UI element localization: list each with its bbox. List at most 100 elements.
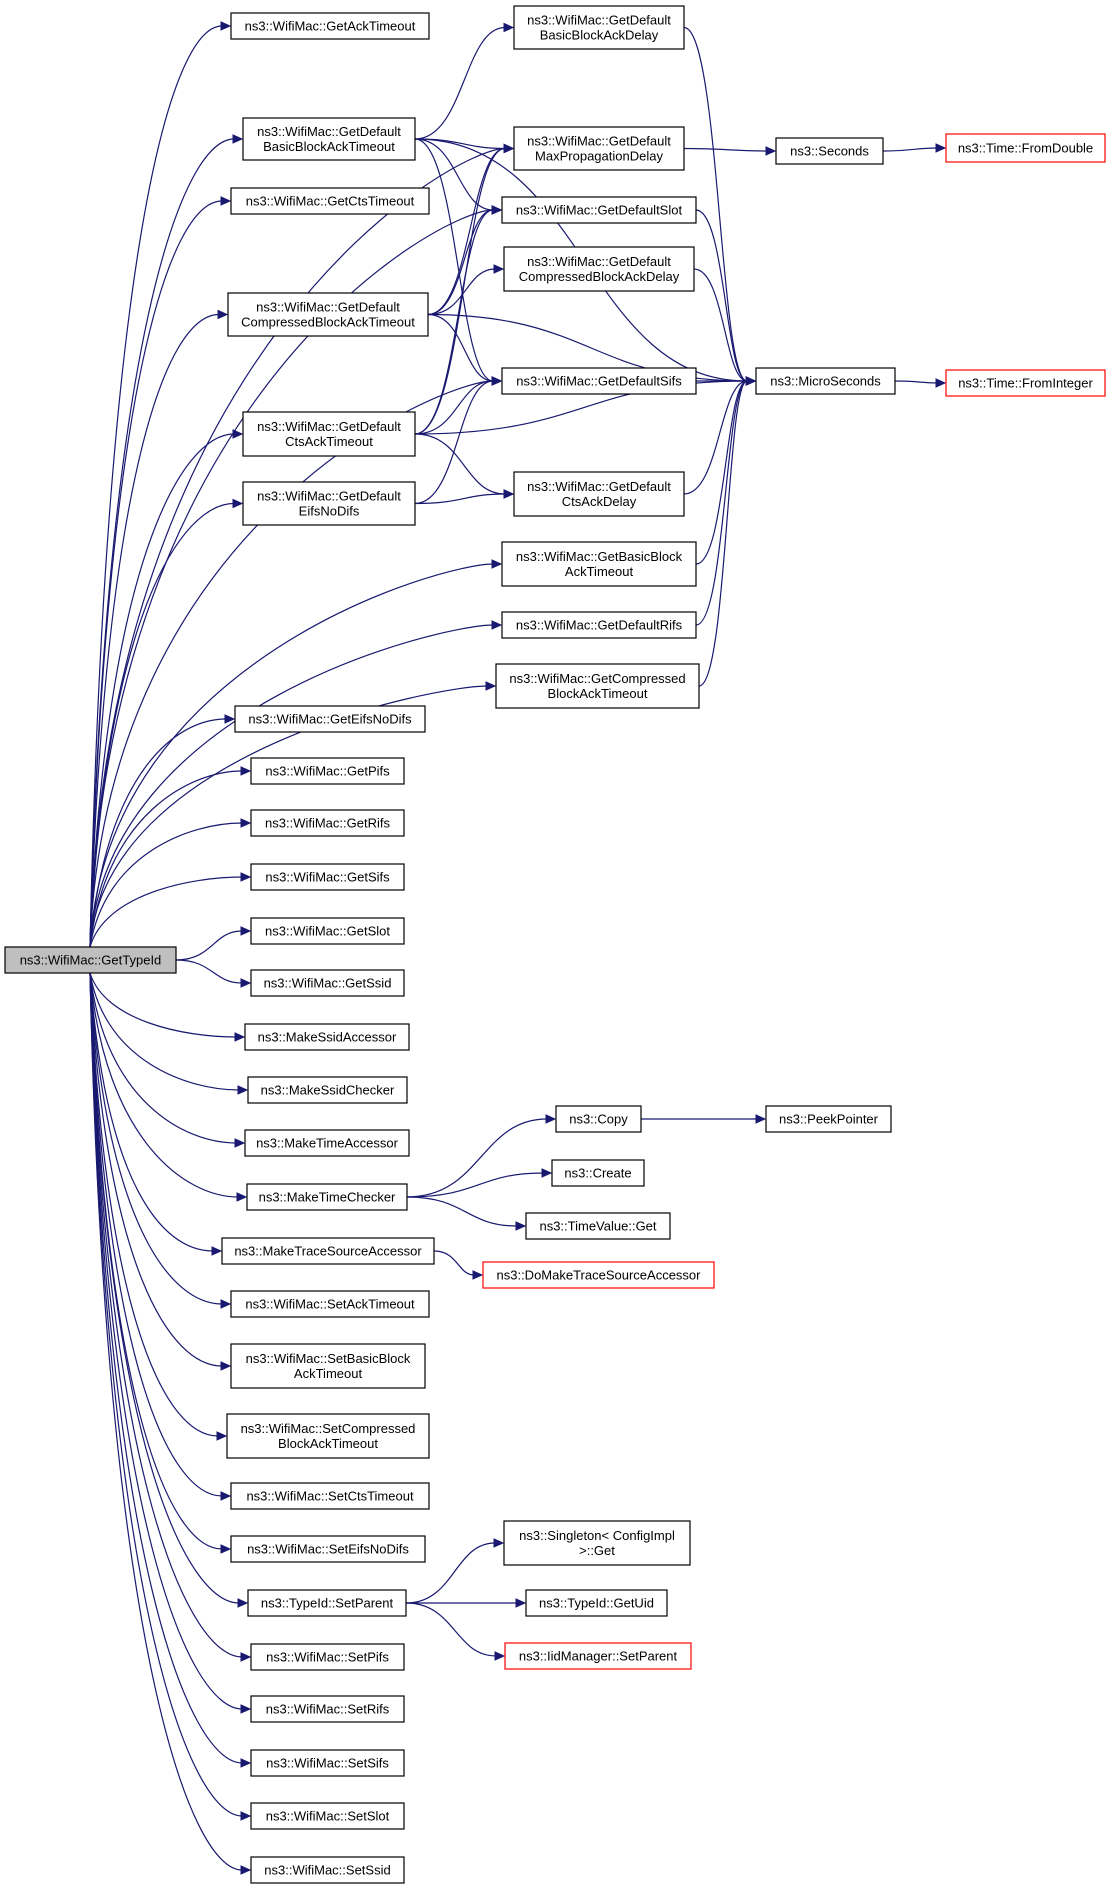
edge-root-to-makeTimeChecker <box>89 972 248 1202</box>
node-getEifsNoDifs[interactable]: ns3::WifiMac::GetEifsNoDifs <box>234 705 426 733</box>
node-setCompressedBlockAckTimeout[interactable]: ns3::WifiMac::SetCompressedBlockAckTimeo… <box>226 1413 430 1459</box>
edge-copy-to-peekPointer <box>640 1114 767 1124</box>
node-makeSsidChecker[interactable]: ns3::MakeSsidChecker <box>247 1076 408 1104</box>
edge-defSlot-to-microSeconds <box>695 209 757 386</box>
node-label: ns3::WifiMac::SetSifs <box>266 1756 389 1771</box>
node-setSsid[interactable]: ns3::WifiMac::SetSsid <box>250 1856 405 1884</box>
node-defCompressedBlockAckDelay[interactable]: ns3::WifiMac::GetDefaultCompressedBlockA… <box>503 246 695 292</box>
node-peekPointer[interactable]: ns3::PeekPointer <box>765 1105 892 1133</box>
node-label: ns3::WifiMac::SetCtsTimeout <box>246 1489 414 1504</box>
node-label: ns3::Copy <box>569 1112 628 1127</box>
node-typeIdGetUid[interactable]: ns3::TypeId::GetUid <box>525 1589 668 1617</box>
node-defBasicBlockAckDelay[interactable]: ns3::WifiMac::GetDefaultBasicBlockAckDel… <box>513 5 685 50</box>
node-setRifs[interactable]: ns3::WifiMac::SetRifs <box>250 1695 405 1723</box>
node-defRifs[interactable]: ns3::WifiMac::GetDefaultRifs <box>501 611 697 639</box>
node-label: ns3::WifiMac::GetSifs <box>265 870 390 885</box>
edge-layer <box>89 21 947 1875</box>
node-getSifs[interactable]: ns3::WifiMac::GetSifs <box>250 863 405 891</box>
edge-root-to-defSifs <box>89 376 503 948</box>
node-setAckTimeout[interactable]: ns3::WifiMac::SetAckTimeout <box>230 1290 430 1318</box>
node-label: ns3::WifiMac::GetEifsNoDifs <box>248 712 412 727</box>
node-label: ns3::WifiMac::GetDefaultRifs <box>516 618 683 633</box>
node-makeTimeAccessor[interactable]: ns3::MakeTimeAccessor <box>244 1129 410 1157</box>
node-defSifs[interactable]: ns3::WifiMac::GetDefaultSifs <box>501 367 697 395</box>
node-timeValueGet[interactable]: ns3::TimeValue::Get <box>525 1212 671 1240</box>
node-makeTimeChecker[interactable]: ns3::MakeTimeChecker <box>246 1183 408 1211</box>
node-setPifs[interactable]: ns3::WifiMac::SetPifs <box>250 1643 405 1671</box>
edge-defCtsAckTimeout-to-defCtsAckDelay <box>414 433 515 499</box>
node-setEifsNoDifs[interactable]: ns3::WifiMac::SetEifsNoDifs <box>230 1535 426 1563</box>
node-fromInteger[interactable]: ns3::Time::FromInteger <box>945 369 1106 397</box>
node-iidManagerSetParent[interactable]: ns3::IidManager::SetParent <box>504 1642 692 1670</box>
node-defBasicBlockAckTimeout[interactable]: ns3::WifiMac::GetDefaultBasicBlockAckTim… <box>242 117 416 161</box>
edge-root-to-makeTraceSourceAccessor <box>89 972 223 1256</box>
edge-root-to-defRifs <box>89 620 503 948</box>
node-defSlot[interactable]: ns3::WifiMac::GetDefaultSlot <box>501 196 697 224</box>
node-copy[interactable]: ns3::Copy <box>555 1105 642 1133</box>
edge-root-to-getEifsNoDifs <box>89 714 236 948</box>
node-doMakeTraceSourceAccessor[interactable]: ns3::DoMakeTraceSourceAccessor <box>482 1261 715 1289</box>
node-typeIdSetParent[interactable]: ns3::TypeId::SetParent <box>247 1589 407 1617</box>
node-label: >::Get <box>579 1543 615 1558</box>
node-fromDouble[interactable]: ns3::Time::FromDouble <box>945 133 1106 163</box>
node-setSifs[interactable]: ns3::WifiMac::SetSifs <box>250 1749 405 1777</box>
node-label: BlockAckTimeout <box>278 1436 378 1451</box>
node-microSeconds[interactable]: ns3::MicroSeconds <box>755 367 896 395</box>
node-label: CtsAckTimeout <box>285 434 373 449</box>
node-label: ns3::MakeTimeAccessor <box>256 1136 399 1151</box>
node-label: ns3::WifiMac::SetPifs <box>266 1650 389 1665</box>
node-setSlot[interactable]: ns3::WifiMac::SetSlot <box>250 1802 405 1830</box>
node-label: ns3::WifiMac::GetRifs <box>265 816 390 831</box>
node-create[interactable]: ns3::Create <box>551 1159 645 1187</box>
edge-root-to-setPifs <box>89 972 252 1662</box>
edge-root-to-setSsid <box>89 972 252 1875</box>
node-label: ns3::WifiMac::SetCompressed <box>241 1421 416 1436</box>
node-label: ns3::WifiMac::GetDefault <box>527 134 671 149</box>
edge-makeTraceSourceAccessor-to-doMakeTraceSourceAccessor <box>433 1250 484 1280</box>
edge-microSeconds-to-fromInteger <box>894 378 947 388</box>
node-label: ns3::WifiMac::GetCompressed <box>509 671 685 686</box>
edge-makeTimeChecker-to-create <box>406 1168 553 1198</box>
edge-root-to-typeIdSetParent <box>89 972 249 1608</box>
node-label: ns3::WifiMac::GetAckTimeout <box>245 19 416 34</box>
edge-root-to-getBasicBlockAckTimeout <box>89 559 503 948</box>
node-getCompressedBlockAckTimeout[interactable]: ns3::WifiMac::GetCompressedBlockAckTimeo… <box>495 663 700 709</box>
edge-defCompressedBlockAckTimeout-to-defSlot <box>427 205 503 316</box>
node-getSsid[interactable]: ns3::WifiMac::GetSsid <box>250 969 405 997</box>
node-label: ns3::MakeTraceSourceAccessor <box>234 1244 422 1259</box>
node-defCompressedBlockAckTimeout[interactable]: ns3::WifiMac::GetDefaultCompressedBlockA… <box>227 292 429 337</box>
node-label: ns3::WifiMac::SetRifs <box>266 1702 390 1717</box>
node-getSlot[interactable]: ns3::WifiMac::GetSlot <box>250 917 405 945</box>
node-makeSsidAccessor[interactable]: ns3::MakeSsidAccessor <box>244 1023 410 1051</box>
node-label: ns3::TimeValue::Get <box>539 1219 656 1234</box>
node-label: ns3::WifiMac::SetAckTimeout <box>245 1297 415 1312</box>
node-label: CompressedBlockAckDelay <box>519 269 680 284</box>
node-label: ns3::Create <box>564 1166 631 1181</box>
node-defMaxPropagationDelay[interactable]: ns3::WifiMac::GetDefaultMaxPropagationDe… <box>513 126 685 171</box>
edge-root-to-getPifs <box>89 766 252 948</box>
node-getCtsTimeout[interactable]: ns3::WifiMac::GetCtsTimeout <box>230 187 430 215</box>
node-getRifs[interactable]: ns3::WifiMac::GetRifs <box>250 809 405 837</box>
node-label: ns3::WifiMac::SetEifsNoDifs <box>247 1542 409 1557</box>
node-label: ns3::WifiMac::GetCtsTimeout <box>246 194 415 209</box>
edge-root-to-getSlot <box>175 926 252 961</box>
edge-root-to-setCtsTimeout <box>89 972 232 1501</box>
node-singletonGet[interactable]: ns3::Singleton< ConfigImpl>::Get <box>503 1520 691 1566</box>
node-label: ns3::Singleton< ConfigImpl <box>519 1528 675 1543</box>
node-getPifs[interactable]: ns3::WifiMac::GetPifs <box>250 757 405 785</box>
node-setCtsTimeout[interactable]: ns3::WifiMac::SetCtsTimeout <box>230 1482 430 1510</box>
edge-defMaxPropagationDelay-to-seconds <box>683 146 777 156</box>
node-getAckTimeout[interactable]: ns3::WifiMac::GetAckTimeout <box>230 12 430 40</box>
node-seconds[interactable]: ns3::Seconds <box>775 137 884 165</box>
node-label: ns3::WifiMac::SetBasicBlock <box>246 1351 411 1366</box>
node-root[interactable]: ns3::WifiMac::GetTypeId <box>4 946 177 974</box>
node-makeTraceSourceAccessor[interactable]: ns3::MakeTraceSourceAccessor <box>221 1237 435 1265</box>
node-label: ns3::WifiMac::GetDefault <box>527 479 671 494</box>
node-label: CompressedBlockAckTimeout <box>241 315 415 330</box>
